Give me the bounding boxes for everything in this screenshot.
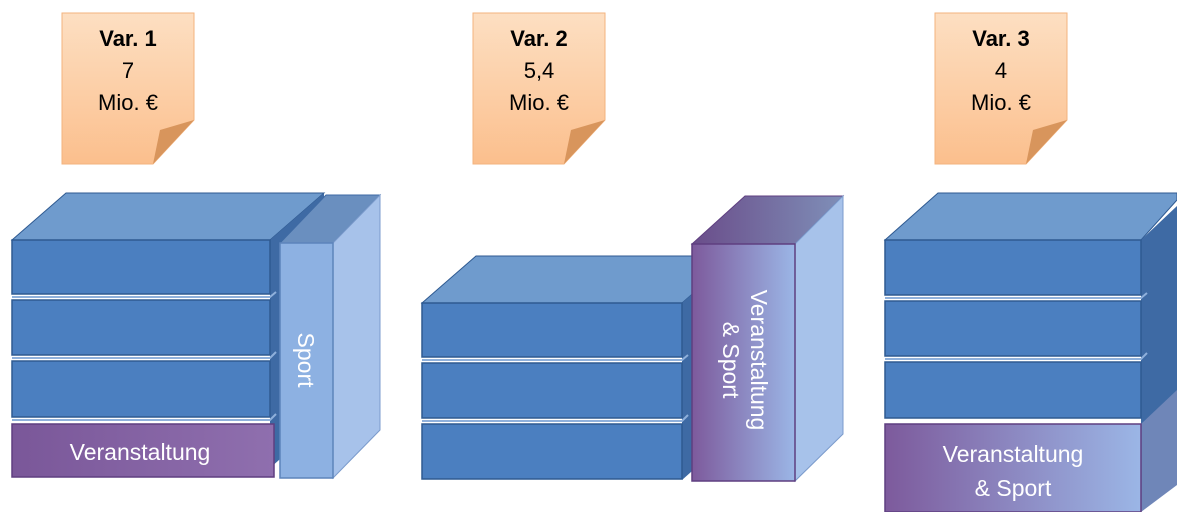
event-sport-block-label-line-1: Veranstaltung	[943, 441, 1084, 467]
note-fold	[1026, 120, 1067, 164]
event-sport-block-front	[691, 243, 796, 482]
sport-block-front	[279, 242, 334, 479]
stack-gap-3	[12, 413, 277, 421]
note-unit: Mio. €	[971, 90, 1031, 115]
sport-block-side	[332, 193, 381, 480]
stack-top-face	[420, 255, 738, 304]
note-value: 5,4	[524, 58, 555, 83]
stack-layer-2	[884, 300, 1142, 357]
stack-top-face	[883, 192, 1177, 241]
variant-2: Var. 2 5,4 Mio. € Veranstaltung & Sport	[420, 12, 845, 483]
event-sport-block-label-line-2: & Sport	[718, 322, 744, 399]
variant-3: Var. 3 4 Mio. € Veranstaltung & Sport	[883, 12, 1177, 512]
note-value: 7	[122, 58, 134, 83]
variant-1: Var. 1 7 Mio. € Veranstaltung Sport	[10, 12, 382, 480]
price-note-var-1: Var. 1 7 Mio. €	[61, 12, 195, 165]
stack-layer-1	[421, 302, 683, 358]
stack-gap-2	[885, 352, 1148, 360]
stack-gap-1	[422, 354, 689, 361]
stack-gap-1	[885, 292, 1148, 299]
note-fold	[153, 120, 194, 164]
stack-layer-3	[421, 423, 683, 480]
note-title: Var. 2	[510, 26, 568, 51]
stack-layer-1	[11, 239, 271, 295]
event-sport-block-label-line-1: Veranstaltung	[746, 290, 772, 431]
stack-gap-2	[422, 414, 689, 422]
stack-layer-3	[884, 361, 1142, 419]
price-note-var-3: Var. 3 4 Mio. €	[934, 12, 1068, 165]
stack-gap-2	[12, 351, 277, 359]
event-layer	[11, 423, 275, 478]
sport-block-label: Sport	[293, 333, 319, 389]
note-title: Var. 1	[99, 26, 157, 51]
event-sport-block-label-line-2: & Sport	[975, 475, 1052, 501]
note-unit: Mio. €	[98, 90, 158, 115]
stack-layer-2	[11, 299, 271, 356]
note-title: Var. 3	[972, 26, 1030, 51]
note-value: 4	[995, 58, 1007, 83]
event-layer-label: Veranstaltung	[70, 439, 211, 465]
price-note-var-2: Var. 2 5,4 Mio. €	[472, 12, 606, 165]
stack-gap-1	[12, 291, 277, 298]
stack-layer-1	[884, 239, 1142, 296]
stack-layer-3	[11, 360, 271, 418]
note-unit: Mio. €	[509, 90, 569, 115]
stack-layer-2	[421, 362, 683, 419]
event-sport-block-front	[884, 423, 1142, 512]
note-fold	[564, 120, 605, 164]
stack-side-face	[1141, 206, 1177, 428]
event-sport-block-side	[794, 194, 844, 483]
stack-top-face	[10, 192, 326, 241]
event-sport-block-side	[1141, 390, 1177, 512]
